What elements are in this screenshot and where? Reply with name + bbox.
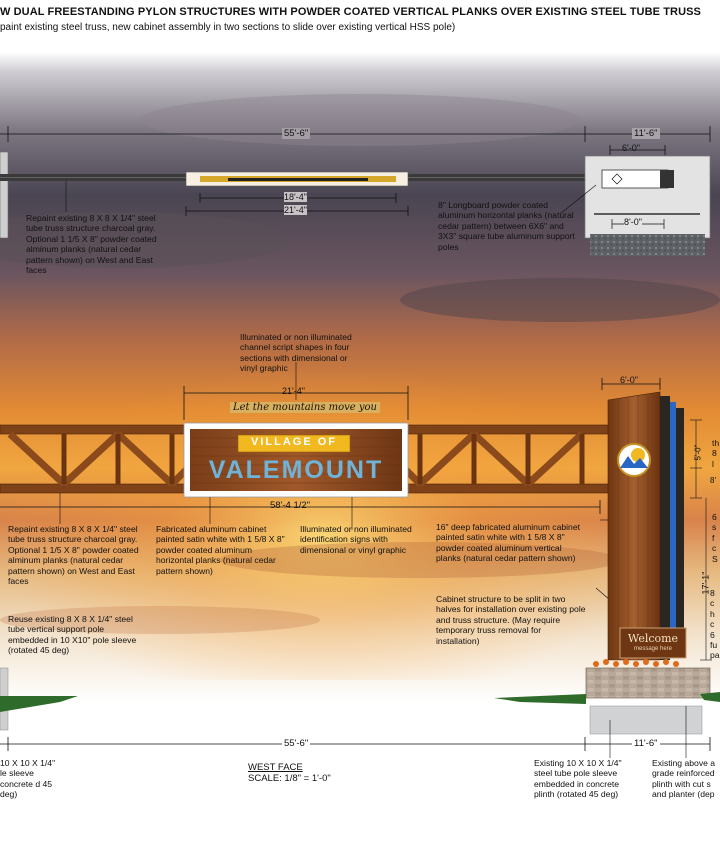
note-plan-longboard: 8" Longboard powder coated aluminum hori… [438, 200, 575, 252]
sign-line-valemount: VALEMOUNT [208, 456, 384, 484]
note-identification: Illuminated or non illuminated identific… [300, 524, 412, 555]
dim-pylon-top: 6'-0" [620, 375, 638, 385]
dim-plan-total: 55'-6" [282, 128, 311, 139]
pylon-plinth [585, 667, 711, 699]
sign-line-village: VILLAGE OF [251, 436, 337, 448]
view-title-block: WEST FACE SCALE: 1/8" = 1'-0" [248, 762, 331, 784]
note-repaint-truss: Repaint existing 8 X 8 X 1/4" steel tube… [8, 524, 139, 587]
left-grass [0, 696, 78, 712]
pylon-welcome-text: Welcome [627, 632, 679, 645]
dim-bottom-total: 55'-6" [282, 738, 311, 749]
dim-pylon-8: 8' [710, 476, 716, 485]
right-fragment-c: 8 c h c 6 fu pa [710, 588, 720, 661]
dim-plan-right: 11'-6" [632, 128, 660, 139]
note-deep-cabinet: 16" deep fabricated aluminum cabinet pai… [436, 522, 580, 564]
dim-bottom-right: 11'-6" [632, 738, 660, 749]
note-bottom-left: 10 X 10 X 1/4" le sleeve concrete d 45 d… [0, 758, 56, 800]
center-sign-cabinet [183, 422, 409, 498]
dim-plan-right-base: 8'-0" [624, 217, 642, 227]
pylon-message-text: message here [633, 646, 673, 652]
view-label: WEST FACE [248, 762, 303, 773]
note-reuse-pole: Reuse existing 8 X 8 X 1/4" steel tube v… [8, 614, 137, 656]
dim-pylon-5: 5'-0" [693, 444, 703, 461]
note-plan-truss: Repaint existing 8 X 8 X 1/4" steel tube… [26, 213, 157, 276]
right-fragment-a: th 8 l [712, 438, 720, 469]
scale-label: SCALE: 1/8" = 1'-0" [248, 773, 331, 784]
sheet-subtitle: paint existing steel truss, new cabinet … [0, 22, 456, 33]
dim-pylon-17: 17'-1" [700, 571, 711, 595]
dim-span: 58'-4 1/2" [270, 500, 311, 511]
dim-plan-center-b: 21'-4" [284, 205, 307, 215]
dim-script: 21'-4" [282, 386, 305, 396]
dim-plan-right-inner: 6'-0" [622, 143, 640, 153]
sheet-title: W DUAL FREESTANDING PYLON STRUCTURES WIT… [0, 6, 701, 18]
note-script: Illuminated or non illuminated channel s… [240, 332, 352, 374]
note-split-cabinet: Cabinet structure to be split in two hal… [436, 594, 586, 646]
right-fragment-b: 6 s f c S [712, 512, 718, 564]
note-bottom-right: Existing above a grade reinforced plinth… [652, 758, 716, 800]
channel-script-text: Let the mountains move you [230, 402, 380, 413]
right-grass [494, 694, 586, 704]
plan-pylon-block [584, 155, 711, 239]
pylon-structure [607, 391, 712, 661]
dim-plan-center-a: 18'-4" [284, 192, 307, 202]
note-bottom-mid: Existing 10 X 10 X 1/4" steel tube pole … [534, 758, 622, 800]
note-cabinet: Fabricated aluminum cabinet painted sati… [156, 524, 285, 576]
